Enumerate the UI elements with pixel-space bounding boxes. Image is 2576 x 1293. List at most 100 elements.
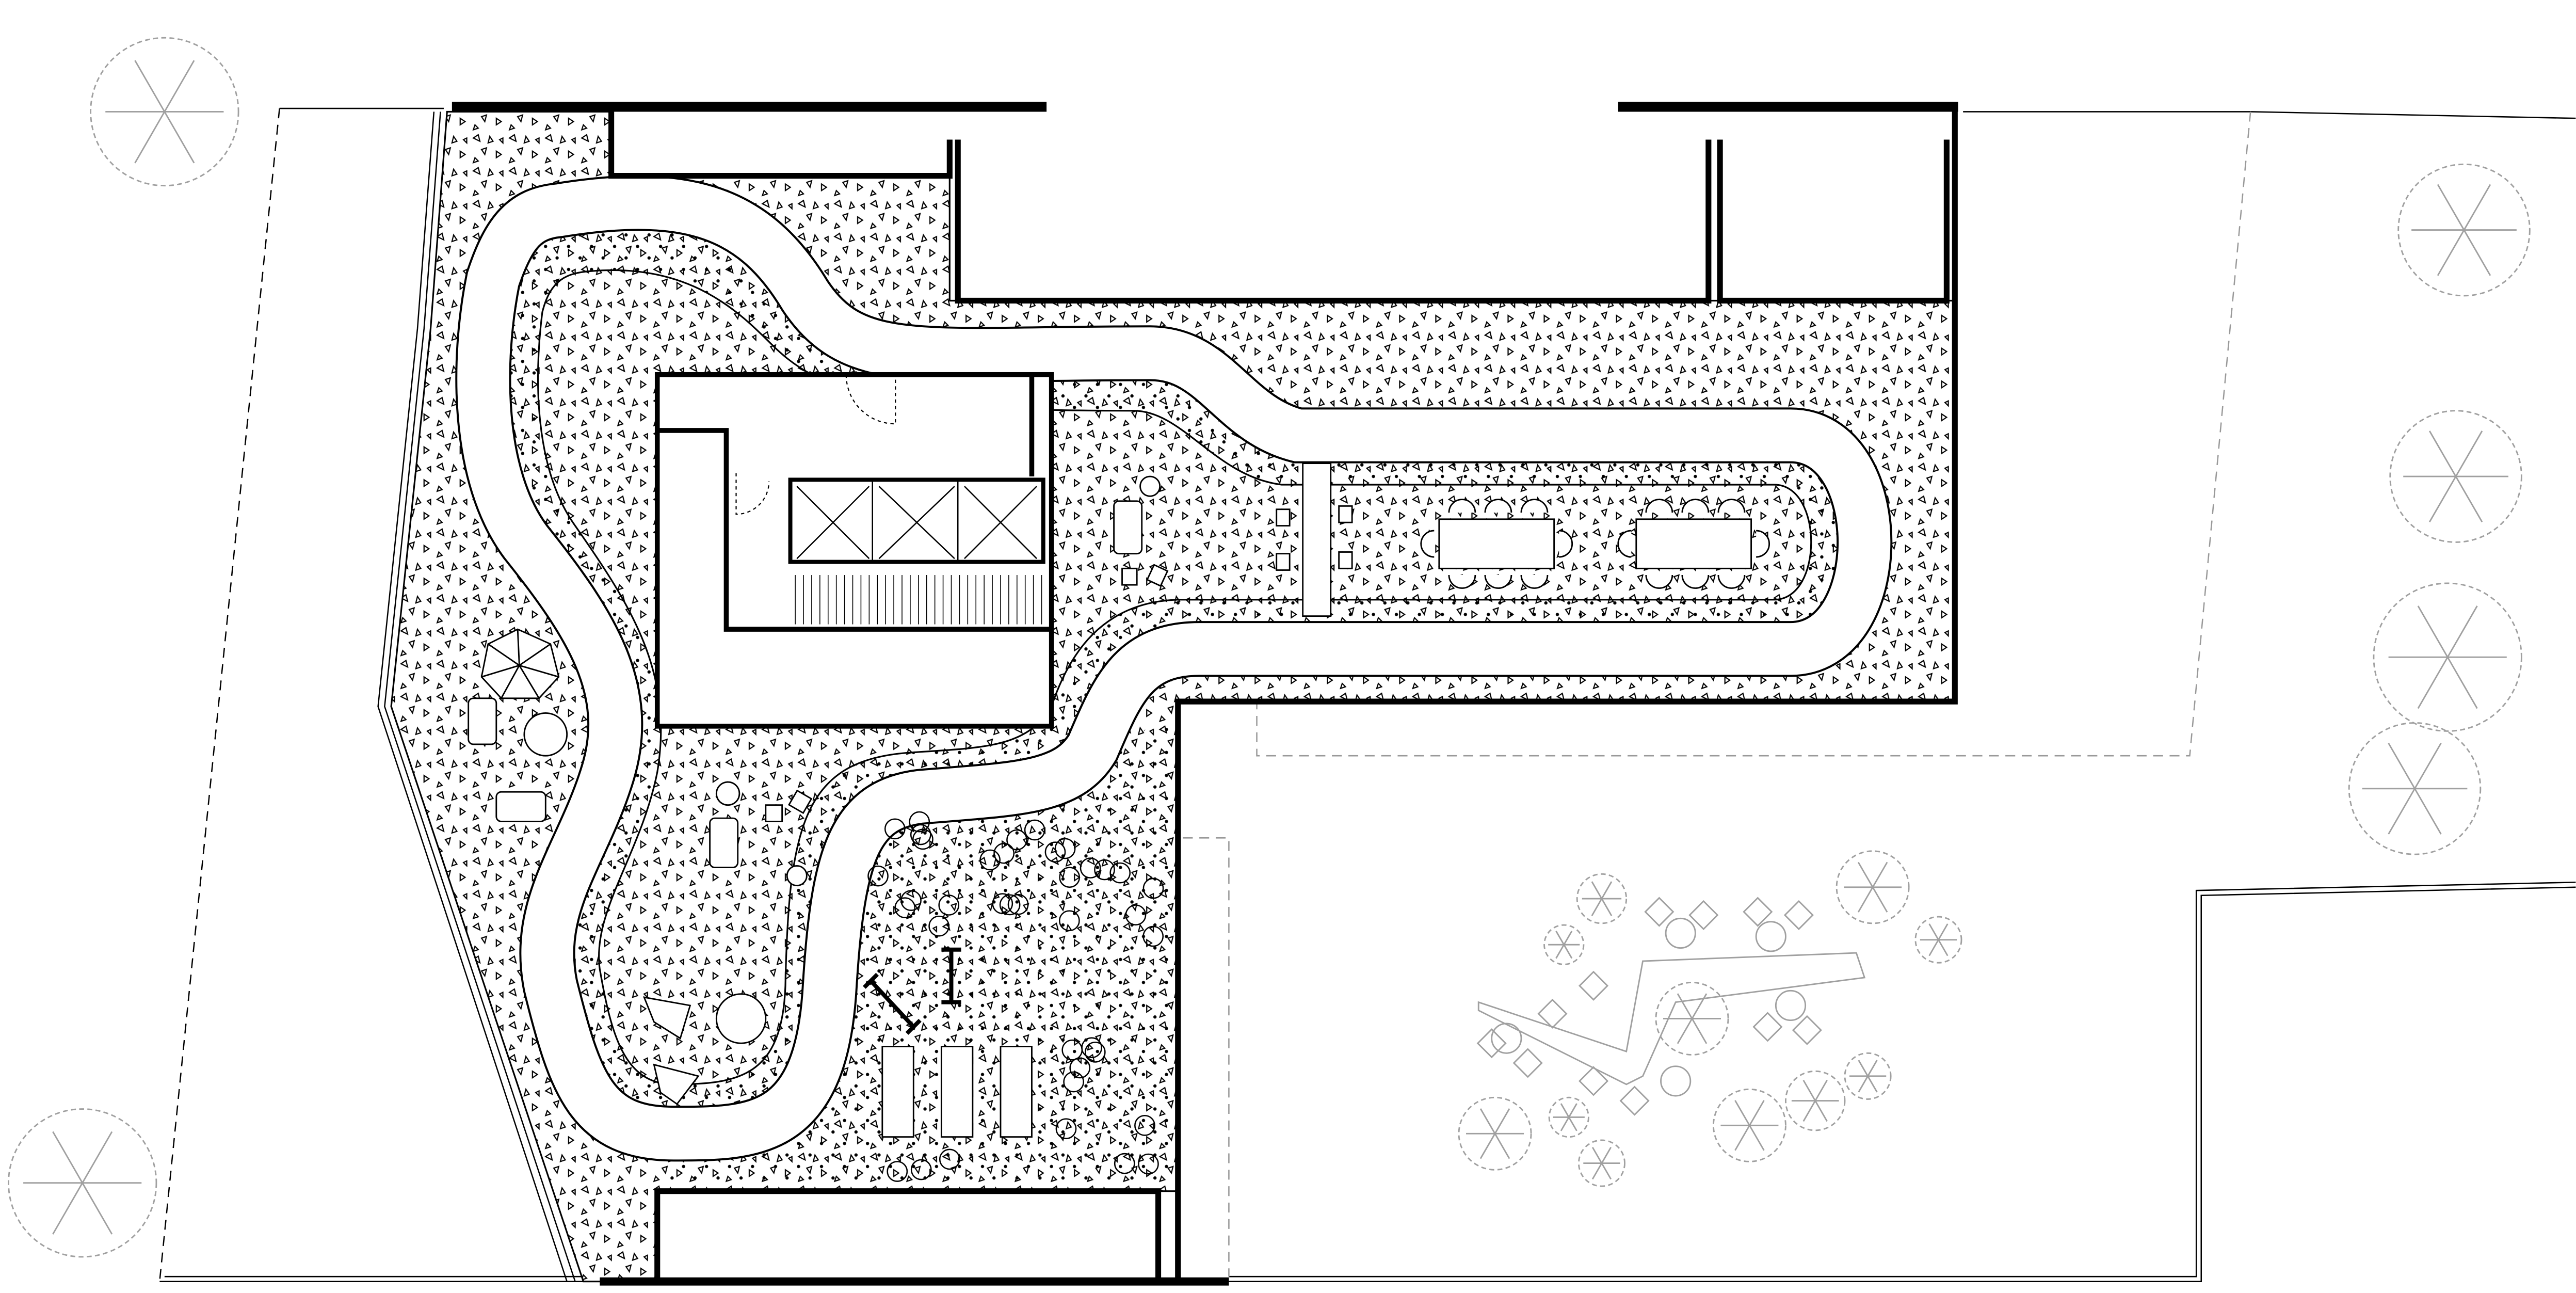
tree-branch (1601, 1162, 1612, 1180)
shrubs (867, 811, 1164, 1182)
gym-bench (940, 1046, 974, 1138)
context-tree (8, 1108, 157, 1258)
context-tree (1712, 1088, 1786, 1162)
shrub (993, 842, 1015, 864)
shrub (1024, 819, 1045, 841)
dining-table (1635, 518, 1752, 569)
context-tree (1577, 1139, 1625, 1187)
shrub (1134, 1114, 1155, 1136)
tree-branch (1494, 1108, 1510, 1134)
side-table (787, 789, 813, 814)
dining-chair (1717, 575, 1746, 589)
side-table (1121, 567, 1138, 586)
shrub (887, 1161, 908, 1182)
lounge-chair (468, 697, 497, 745)
tree-branch (1872, 887, 1888, 913)
site-edge-lines (377, 111, 576, 1282)
tree-branch (2446, 605, 2478, 658)
shrub (1044, 841, 1066, 863)
planter (786, 865, 808, 887)
stair-core (654, 372, 1054, 729)
tree-branch (1601, 898, 1613, 916)
tree-branch (1802, 1080, 1816, 1102)
tree-branch (2414, 742, 2442, 789)
furniture (468, 475, 1169, 1138)
tree-branch (1857, 887, 1874, 913)
tree-branch (1749, 1125, 1765, 1151)
tree-branch (2428, 430, 2457, 477)
tree-branch (82, 1131, 113, 1184)
tree-branch (1691, 993, 1708, 1019)
tree-branch (1734, 1100, 1750, 1126)
context-table (1755, 921, 1786, 952)
shrub (894, 897, 916, 918)
dining-terrace (1276, 462, 1770, 617)
dining-chair (1559, 530, 1573, 558)
shrub (979, 849, 1001, 871)
context-seat (1752, 1012, 1783, 1042)
tree-branch (2437, 184, 2465, 231)
sofa (495, 791, 546, 822)
tree-branch (2388, 788, 2416, 835)
tree-branch (52, 1131, 83, 1184)
context-path (1477, 952, 1866, 1086)
shrub (910, 824, 931, 845)
context-seat (1512, 1048, 1543, 1078)
tree-branch (1494, 1133, 1510, 1159)
lounge-chair (709, 817, 739, 869)
shrub (900, 890, 922, 911)
tree-branch (2414, 788, 2442, 835)
context-tree (2348, 722, 2482, 855)
shrub (910, 1159, 932, 1180)
shrub (1058, 910, 1080, 932)
shrub (1084, 1042, 1106, 1063)
hammock (653, 1063, 700, 1105)
planter (715, 781, 740, 806)
lounge-chair (1113, 500, 1143, 555)
shrub (1063, 1071, 1084, 1093)
context-table (1491, 1023, 1522, 1054)
shrub (884, 818, 906, 840)
shrub (867, 865, 889, 887)
tree-branch (1563, 931, 1573, 945)
context-tree (2373, 582, 2522, 732)
shrub (1142, 877, 1164, 899)
tree-branch (1867, 1076, 1878, 1093)
round-table (523, 712, 568, 757)
context-tree (1785, 1070, 1846, 1131)
dining-chair (1484, 575, 1512, 589)
context-seat (1644, 897, 1675, 927)
shrub (1094, 859, 1115, 881)
shrub (1007, 893, 1029, 915)
garden-lawn (665, 723, 1173, 1187)
hammock (642, 996, 691, 1040)
tree-branch (1555, 931, 1565, 945)
tree-branch (1749, 1100, 1765, 1126)
tree-branch (2417, 657, 2449, 709)
gym-bench (881, 1046, 914, 1138)
tree-branch (1938, 923, 1949, 940)
context-table (1665, 917, 1696, 949)
dining-chair (1645, 499, 1673, 513)
bar-counter (1302, 462, 1332, 617)
shrub (1114, 1153, 1135, 1174)
shrub (1069, 1057, 1091, 1079)
context-seat (1619, 1086, 1650, 1116)
dining-chair (1681, 575, 1710, 589)
tree-branch (1691, 1018, 1708, 1044)
context-landscape (8, 37, 2531, 1258)
context-seat (1688, 900, 1719, 930)
context-seat (1783, 900, 1814, 930)
dining-chair (1717, 499, 1746, 513)
tree-branch (2388, 742, 2416, 789)
shrub (909, 811, 930, 833)
shrub (928, 915, 949, 937)
tree-branch (2446, 657, 2478, 709)
round-table (715, 993, 767, 1044)
tree-branch (1928, 939, 1939, 956)
tree-branch (1568, 1103, 1577, 1118)
tree-branch (1591, 1162, 1603, 1180)
shrub (1006, 829, 1027, 851)
tree-branch (1928, 923, 1939, 940)
